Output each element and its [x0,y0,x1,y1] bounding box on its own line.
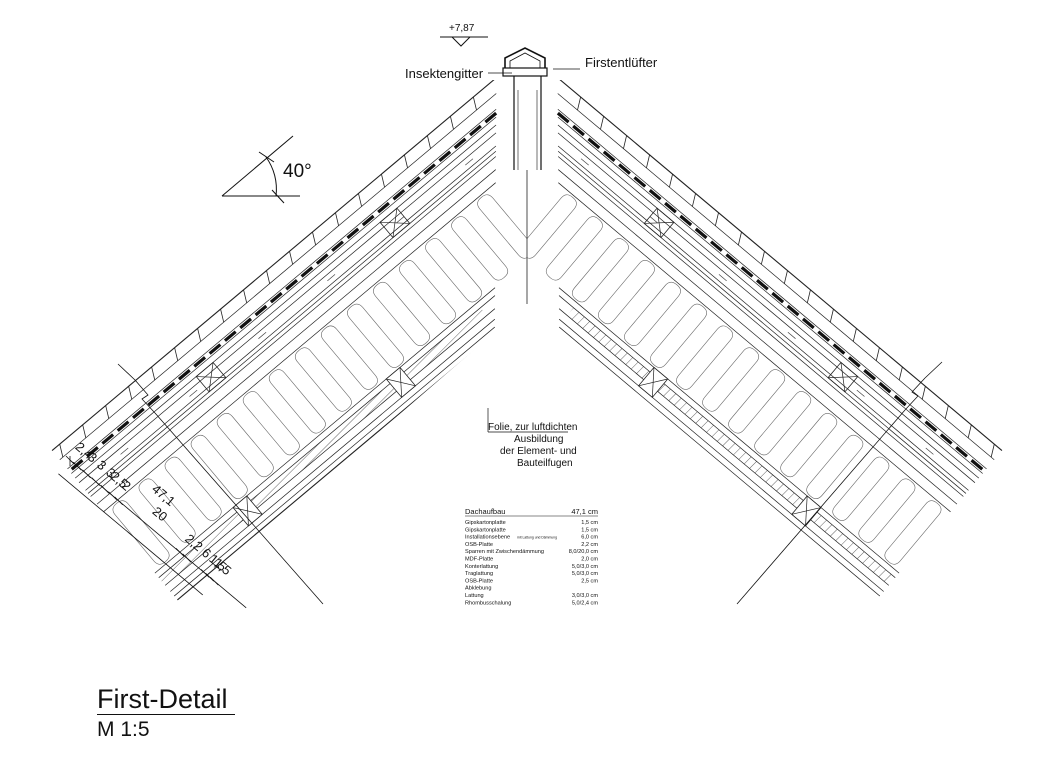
layer-table-row-value: 1,5 cm [581,527,598,533]
layer-table: Dachaufbau 47,1 cm Gipskartonplatte 1,5 cm G… [465,507,598,606]
layer-table-row-name: Installationsebene [465,535,510,541]
layer-table-row-value: 8,0/20,0 cm [569,549,599,555]
layer-table-row-value: 2,5 cm [581,578,598,584]
foil-note-line-1: Folie, zur luftdichten [488,422,578,433]
foil-note: Folie, zur luftdichten Ausbildung der El… [487,408,578,469]
layer-table-row-value: 5,0/2,4 cm [572,600,598,606]
elevation-marker: +7,87 [440,23,488,47]
layer-table-row-name: Traglattung [465,571,493,577]
ridge-vent-label: Firstentlüfter [585,55,658,70]
angle-label: 40° [283,161,312,182]
break-lines [117,361,943,605]
title-underline [97,714,235,715]
layer-table-row-value: 6,0 cm [581,535,598,541]
layer-table-row-name: Rhombusschalung [465,600,511,606]
layer-table-row-value: 5,0/3,0 cm [572,564,598,570]
layer-table-row-name: Gipskartonplatte [465,527,506,533]
layer-table-row-name: OSB-Platte [465,542,493,548]
foil-note-line-2: Ausbildung [514,434,563,445]
foil-note-line-3: der Element- und [500,446,577,457]
layer-table-header-value: 47,1 cm [571,507,598,516]
drawing-scale: M 1:5 [97,718,150,741]
dimension-chain [58,455,247,609]
insect-screen-label: Insektengitter [405,66,484,81]
layer-table-row-name: Lattung [465,593,484,599]
drawing-title: First-Detail [97,684,228,714]
layer-table-row-name: Gipskartonplatte [465,520,506,526]
layer-table-row-value: 5,0/3,0 cm [572,571,598,577]
layer-table-header-name: Dachaufbau [465,507,505,516]
layer-table-row-name: Konterlattung [465,564,498,570]
layer-table-row-note: mit Lattung und Dämmung [517,536,557,540]
roof-left [51,80,527,601]
angle-symbol [221,135,300,204]
dimension-total-label: 47,1 [149,481,178,509]
layer-table-row-name: MDF-Platte [465,557,493,563]
layer-table-row-name: Abklebung [465,586,491,592]
layer-table-row-value: 2,2 cm [581,542,598,548]
layer-table-row-name: Sparren mit Zwischendämmung [465,549,544,555]
foil-note-line-4: Bauteilfugen [517,458,573,469]
layer-table-row-value: 1,5 cm [581,520,598,526]
elevation-label: +7,87 [449,23,475,34]
layer-table-row-name: OSB-Platte [465,578,493,584]
layer-table-row-value: 3,0/3,0 cm [572,593,598,599]
ridge-vent [502,47,548,170]
layer-table-row-value: 2,0 cm [581,557,598,563]
